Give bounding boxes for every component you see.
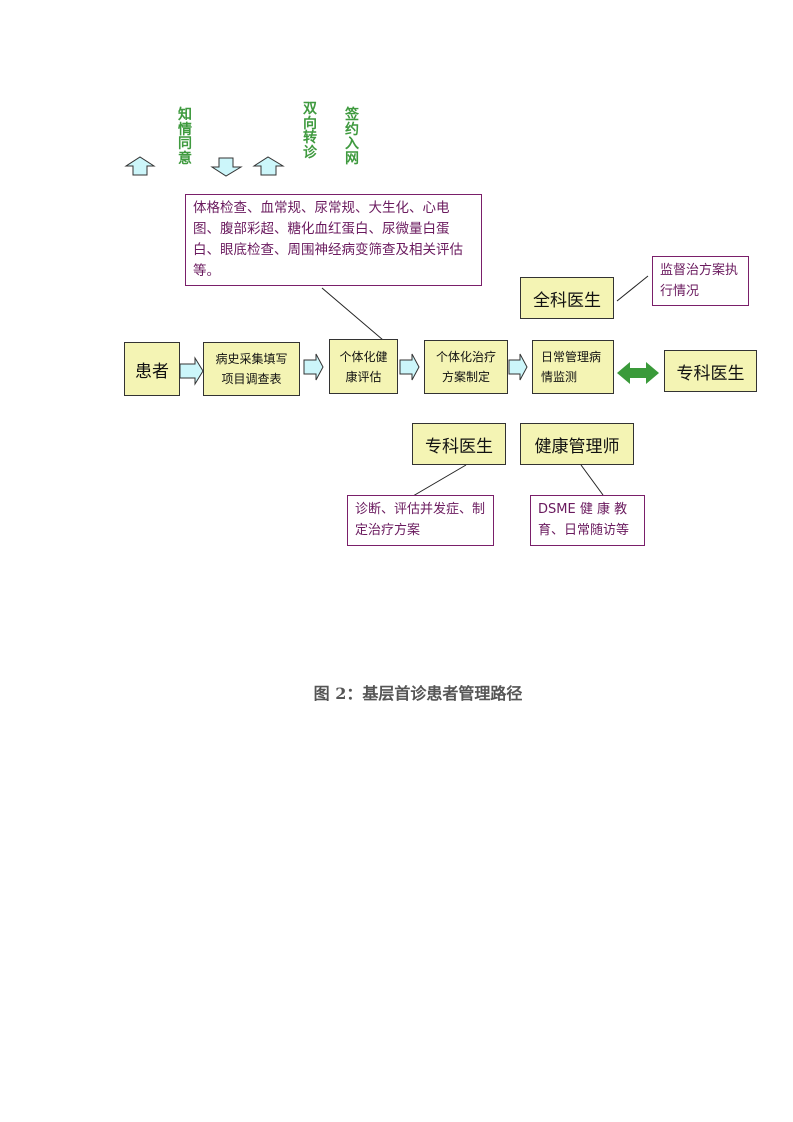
right-arrow-icon: [303, 353, 324, 381]
down-arrow-icon: [210, 157, 243, 177]
history-box: 病史采集填写项目调查表: [203, 342, 300, 396]
plan-box: 个体化治疗方案制定: [424, 340, 508, 394]
right-arrow-icon: [179, 356, 204, 386]
label-informed-consent: 知情同意: [178, 107, 192, 167]
right-arrow-icon: [508, 353, 528, 381]
manager-note: DSME 健 康 教育、日常随访等: [530, 495, 645, 546]
label-sign-up: 签约入网: [345, 107, 359, 167]
daily-management-box: 日常管理病情监测: [532, 340, 614, 394]
label-two-way-referral: 双向转诊: [303, 101, 317, 161]
double-arrow-icon: [617, 362, 659, 384]
health-manager-box: 健康管理师: [520, 423, 634, 465]
patient-box: 患者: [124, 342, 180, 396]
right-arrow-icon: [399, 353, 420, 381]
gp-box: 全科医生: [520, 277, 614, 319]
gp-note: 监督治方案执行情况: [652, 256, 749, 306]
exam-items-note: 体格检查、血常规、尿常规、大生化、心电图、腹部彩超、糖化血红蛋白、尿微量白蛋白、…: [185, 194, 482, 286]
up-arrow-icon: [252, 156, 285, 176]
specialist-box: 专科医生: [412, 423, 506, 465]
assessment-box: 个体化健康评估: [329, 339, 398, 394]
up-arrow-icon: [124, 156, 156, 176]
specialist-note: 诊断、评估并发症、制定治疗方案: [347, 495, 494, 546]
figure-caption: 图 2：基层首诊患者管理路径: [313, 684, 523, 703]
specialist-right-box: 专科医生: [664, 350, 757, 392]
